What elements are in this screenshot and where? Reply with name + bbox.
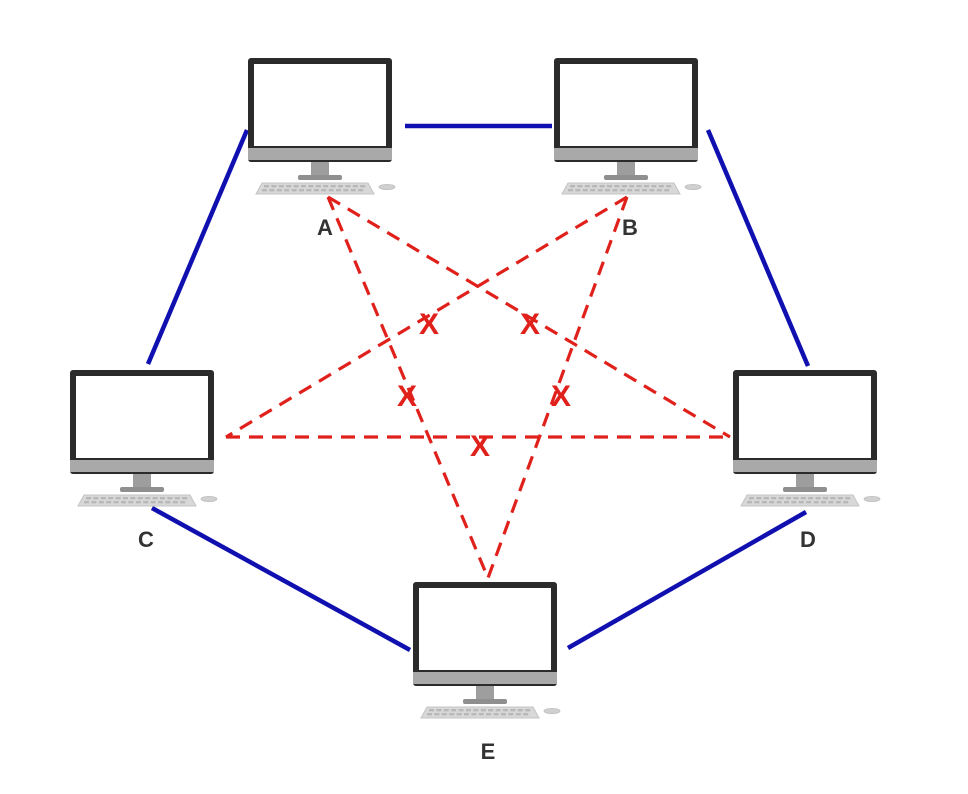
computer-node-d (733, 370, 881, 507)
blocked-mark-a-e: X (397, 380, 417, 413)
desktop-computer-icon (413, 582, 561, 719)
blocked-mark-b-e: X (551, 380, 571, 413)
node-label-b: B (622, 215, 638, 240)
links-layer (145, 123, 811, 652)
desktop-computer-icon (70, 370, 218, 507)
blocked-mark-b-c: X (419, 308, 439, 341)
link-e-c (150, 506, 412, 652)
computer-node-b (554, 58, 702, 195)
blocked-mark-c-d: X (470, 430, 490, 463)
blocked-link-a-d (327, 195, 731, 439)
desktop-computer-icon (248, 58, 396, 195)
link-c-a (145, 129, 250, 365)
node-label-d: D (800, 527, 816, 552)
blocked-mark-a-d: X (520, 308, 540, 341)
blocked-link-b-c (225, 195, 628, 439)
node-label-c: C (138, 527, 154, 552)
computer-node-c (70, 370, 218, 507)
desktop-computer-icon (554, 58, 702, 195)
link-d-e (566, 510, 808, 650)
nodes-layer: A B C D E (70, 58, 881, 764)
computer-node-e (413, 582, 561, 719)
node-label-a: A (317, 215, 333, 240)
desktop-computer-icon (733, 370, 881, 507)
computer-node-a (248, 58, 396, 195)
marks-layer: X X X X X (397, 308, 571, 463)
node-label-e: E (481, 739, 496, 764)
link-b-d (705, 129, 811, 367)
